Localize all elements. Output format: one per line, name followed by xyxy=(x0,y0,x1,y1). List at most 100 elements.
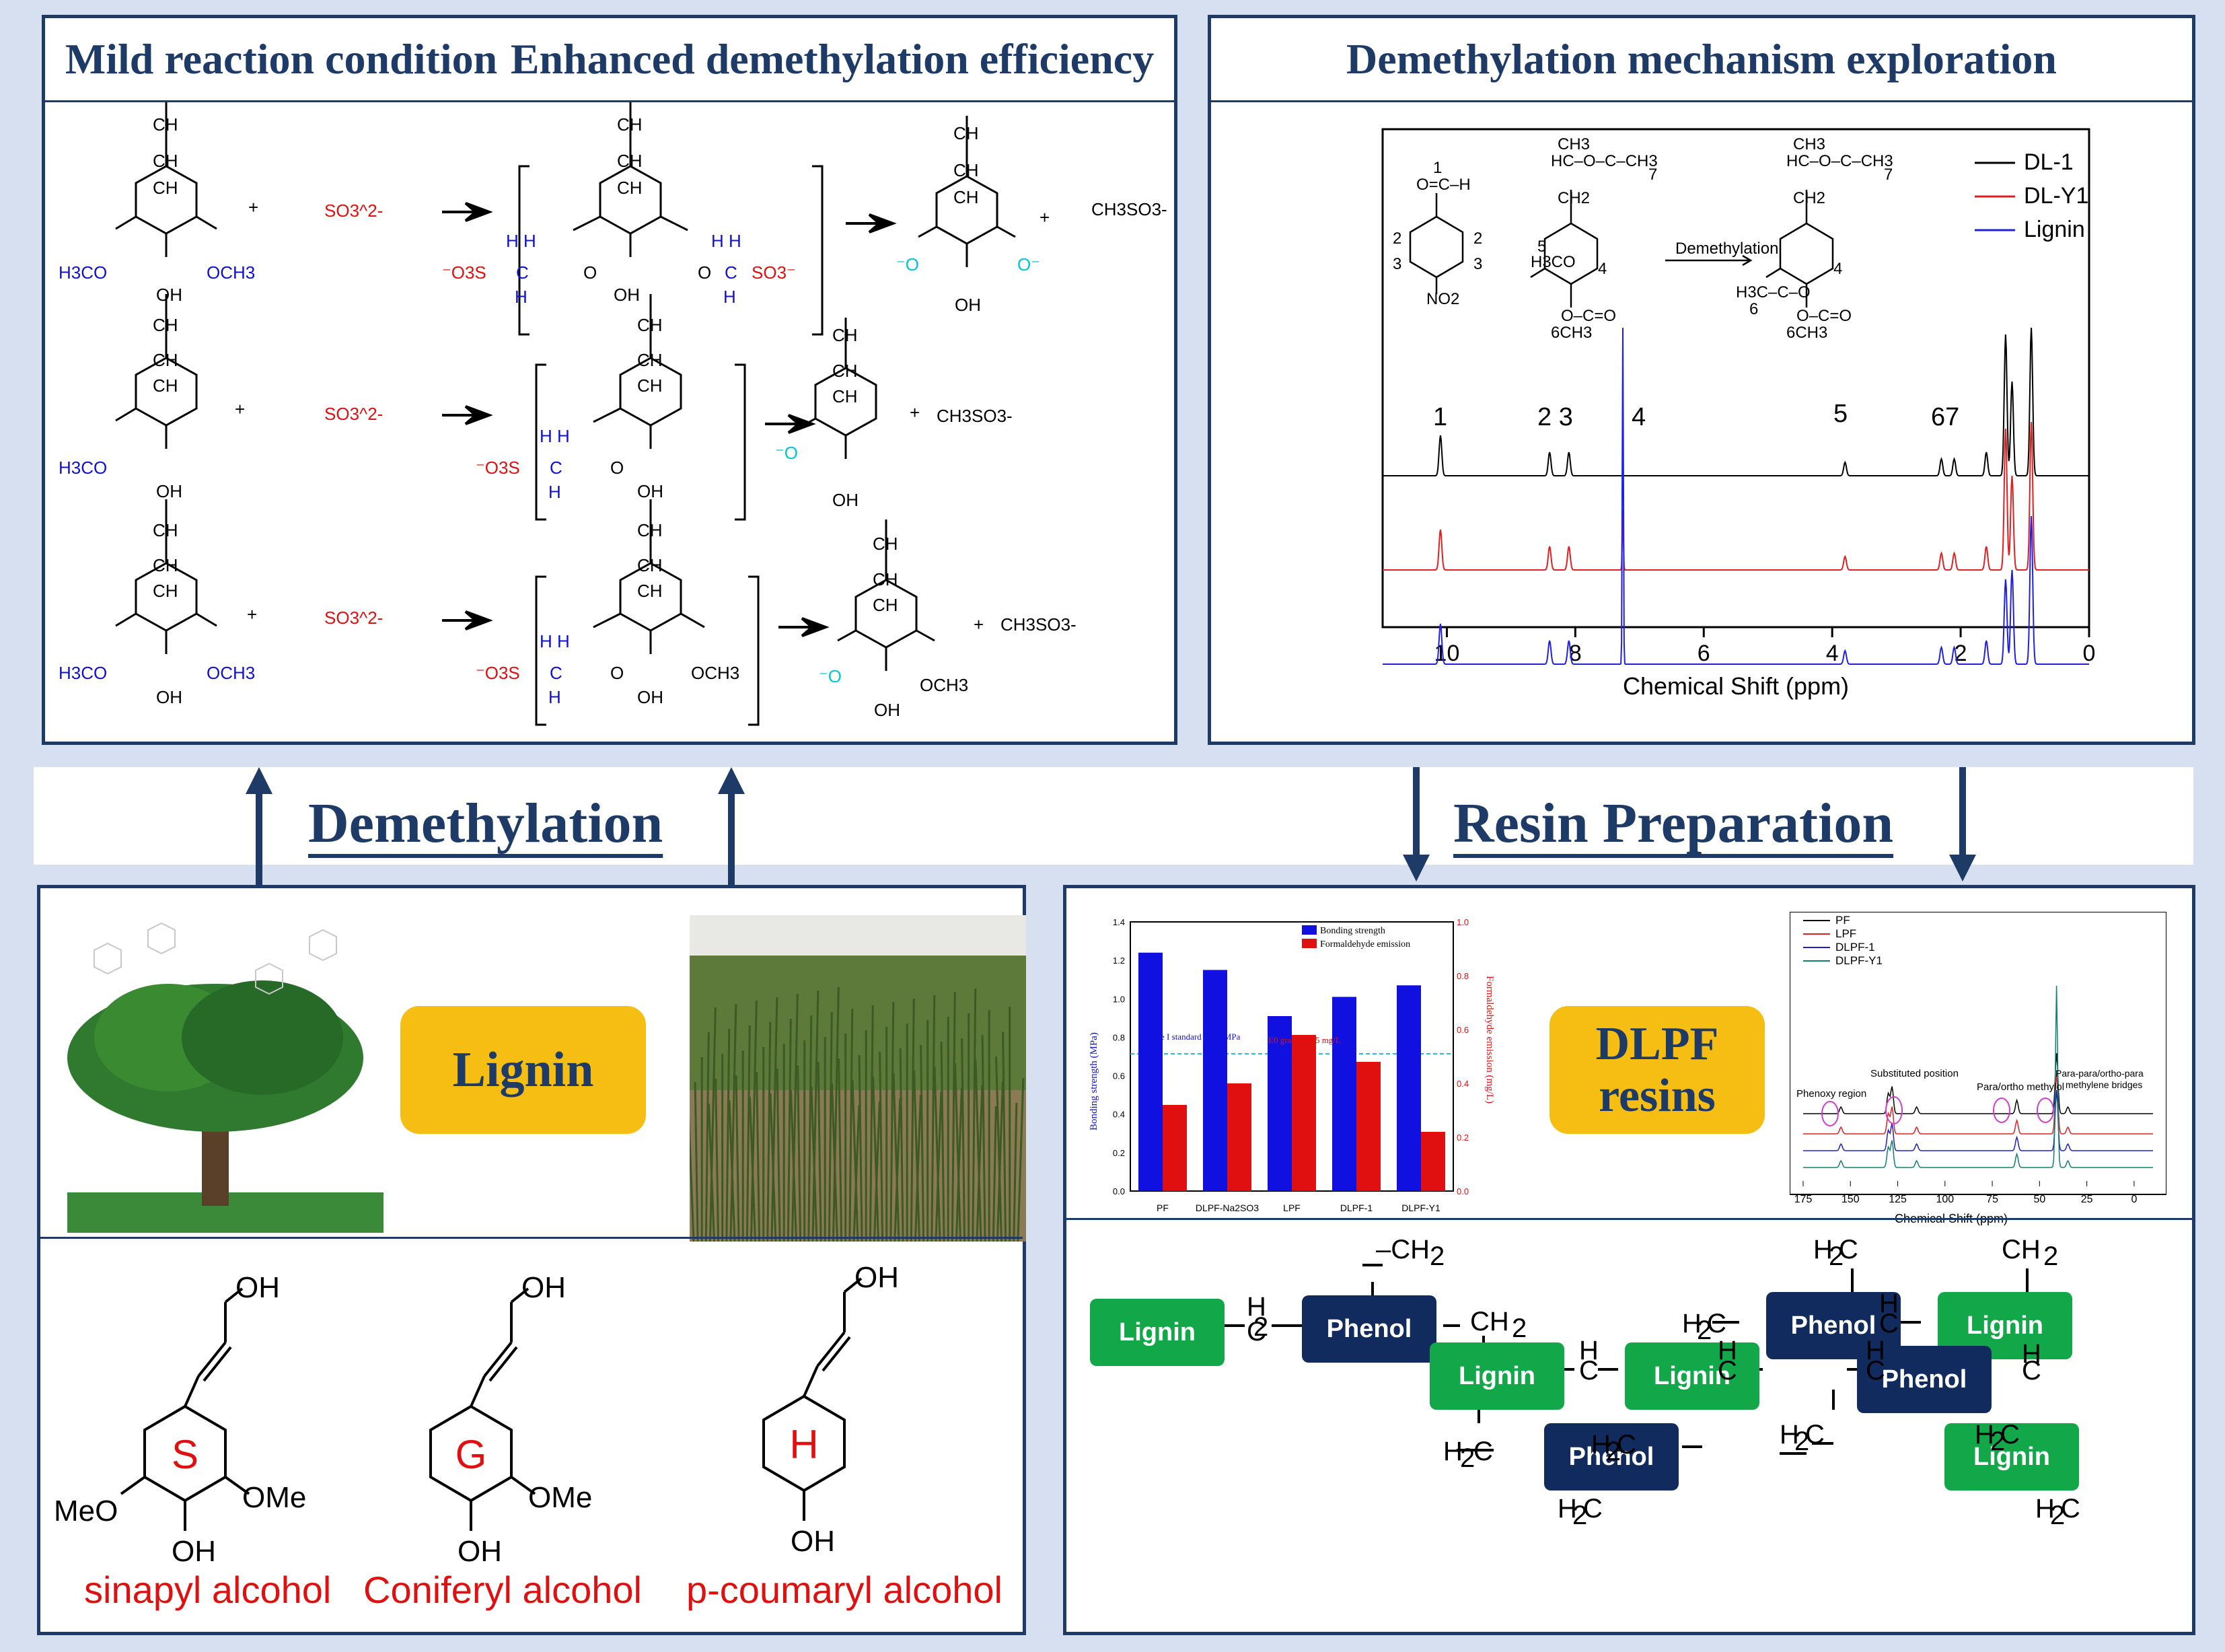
svg-text:H H: H H xyxy=(711,231,741,251)
grass-blade xyxy=(848,1008,854,1242)
region-label: Para/ortho methylol xyxy=(1977,1081,2064,1093)
nmr-peak-label: 2 3 xyxy=(1537,403,1573,431)
alcohol-oh: OH xyxy=(235,1271,280,1304)
svg-text:CH: CH xyxy=(153,555,178,575)
grass-blade xyxy=(787,1018,792,1242)
tree-image xyxy=(67,922,384,1233)
bar-category-label: DLPF-Y1 xyxy=(1401,1202,1440,1213)
svg-text:OH: OH xyxy=(955,295,981,315)
lignin-block xyxy=(1090,1299,1225,1366)
svg-text:CH: CH xyxy=(1470,1307,1509,1336)
svg-text:⁻O: ⁻O xyxy=(896,254,919,275)
grass-blade xyxy=(817,1061,822,1242)
bonding-bar xyxy=(1268,1016,1292,1191)
grass-blade xyxy=(879,1051,884,1242)
bar-ytick-left: 0.0 xyxy=(1113,1186,1125,1196)
svg-text:H: H xyxy=(1443,1437,1463,1466)
svg-text:CH: CH xyxy=(153,315,178,335)
svg-text:CH: CH xyxy=(617,114,643,135)
grass-blade xyxy=(910,998,915,1242)
bar-ytick-right: 0.4 xyxy=(1457,1079,1469,1089)
svg-text:CH: CH xyxy=(153,350,178,370)
grass-blade xyxy=(951,991,956,1242)
grass-blade xyxy=(745,1025,751,1242)
c13-x-tick: 0 xyxy=(2131,1194,2137,1205)
svg-text:5: 5 xyxy=(1537,238,1546,256)
svg-text:H3CO: H3CO xyxy=(59,458,107,478)
grass-blade xyxy=(725,1028,731,1242)
svg-text:CH: CH xyxy=(832,361,858,381)
bar-category-label: DLPF-Na2SO3 xyxy=(1196,1202,1259,1213)
svg-text:⁻O3S: ⁻O3S xyxy=(442,262,486,283)
region-label: Para-para/ortho-para xyxy=(2055,1068,2144,1079)
c13-x-tick: 100 xyxy=(1936,1194,1954,1205)
svg-text:C: C xyxy=(516,262,529,283)
grass-blade xyxy=(931,995,936,1242)
svg-text:OCH3: OCH3 xyxy=(207,663,255,683)
title-mild-condition: Mild reaction condition xyxy=(65,35,498,83)
svg-text:CH: CH xyxy=(953,123,979,143)
bar-ytick-right: 0.6 xyxy=(1457,1025,1469,1035)
note-left: Type I standard ≥ 0.7 MPa xyxy=(1147,1032,1241,1042)
nmr-trace-dl-y1 xyxy=(1383,421,2089,571)
svg-text:NO2: NO2 xyxy=(1426,290,1459,308)
svg-text:CH: CH xyxy=(617,151,643,171)
grass-blade xyxy=(838,1058,843,1242)
grass-blade xyxy=(995,1056,1002,1242)
alcohol-oh: OH xyxy=(172,1535,216,1568)
c13-x-tick: 125 xyxy=(1889,1194,1907,1205)
grass-blade xyxy=(828,1011,833,1242)
svg-text:C: C xyxy=(2000,1420,2020,1449)
dlpf-badge-line1: DLPF xyxy=(1595,1018,1719,1070)
g-unit-letter: G xyxy=(455,1432,487,1477)
svg-text:2: 2 xyxy=(1606,1437,1621,1466)
grass-blade xyxy=(889,1001,895,1242)
svg-text:C: C xyxy=(1707,1309,1726,1338)
grass-blade xyxy=(832,986,840,1242)
c13-trace xyxy=(1803,1052,2153,1114)
svg-text:CH: CH xyxy=(153,375,178,396)
lignin-block-label: Lignin xyxy=(1654,1362,1730,1390)
svg-text:3: 3 xyxy=(1473,255,1482,273)
svg-text:CH: CH xyxy=(832,386,858,406)
sulfite-label: SO3^2- xyxy=(324,608,383,628)
nmr-x-tick: 2 xyxy=(1955,641,1967,666)
coniferyl-alcohol-label: Coniferyl alcohol xyxy=(363,1569,642,1611)
svg-text:H: H xyxy=(1975,1420,1994,1449)
up-arrow-icon xyxy=(246,767,272,892)
nmr-x-tick: 6 xyxy=(1698,641,1710,666)
svg-text:CH: CH xyxy=(637,315,663,335)
svg-text:H: H xyxy=(1579,1336,1599,1365)
grass-blade xyxy=(972,988,977,1242)
svg-text:methylene bridges: methylene bridges xyxy=(2066,1079,2142,1090)
svg-text:H3CO: H3CO xyxy=(1531,253,1576,271)
grass-blade xyxy=(797,1065,802,1242)
svg-text:C: C xyxy=(1718,1356,1737,1386)
lignin-divider xyxy=(40,1237,1023,1239)
svg-text:CH: CH xyxy=(637,375,663,396)
sinapyl-alcohol-label: sinapyl alcohol xyxy=(84,1569,332,1611)
alcohol-oh: OH xyxy=(458,1535,502,1568)
svg-text:H: H xyxy=(1591,1430,1611,1460)
svg-text:2: 2 xyxy=(1990,1427,2005,1456)
bar-category-label: DLPF-1 xyxy=(1340,1202,1373,1213)
byproduct-label: CH3SO3- xyxy=(1091,199,1167,219)
svg-text:CH: CH xyxy=(637,520,663,540)
reaction-panel-title: Mild reaction condition Enhanced demethy… xyxy=(45,18,1174,102)
svg-text:⁻O: ⁻O xyxy=(819,666,842,686)
formaldehyde-bar xyxy=(1163,1105,1187,1191)
grass-blade xyxy=(791,993,799,1242)
svg-text:H3CO: H3CO xyxy=(59,663,107,683)
svg-text:OH: OH xyxy=(637,687,663,707)
svg-text:H3C–C–O: H3C–C–O xyxy=(1736,283,1811,301)
svg-text:C: C xyxy=(1866,1356,1885,1386)
svg-text:7: 7 xyxy=(1884,166,1893,184)
nmr-x-label: Chemical Shift (ppm) xyxy=(1623,672,1849,700)
grass-blade xyxy=(769,1093,777,1242)
c13-x-tick: 25 xyxy=(2081,1194,2093,1205)
svg-text:OCH3: OCH3 xyxy=(691,663,739,683)
svg-text:CH: CH xyxy=(637,555,663,575)
